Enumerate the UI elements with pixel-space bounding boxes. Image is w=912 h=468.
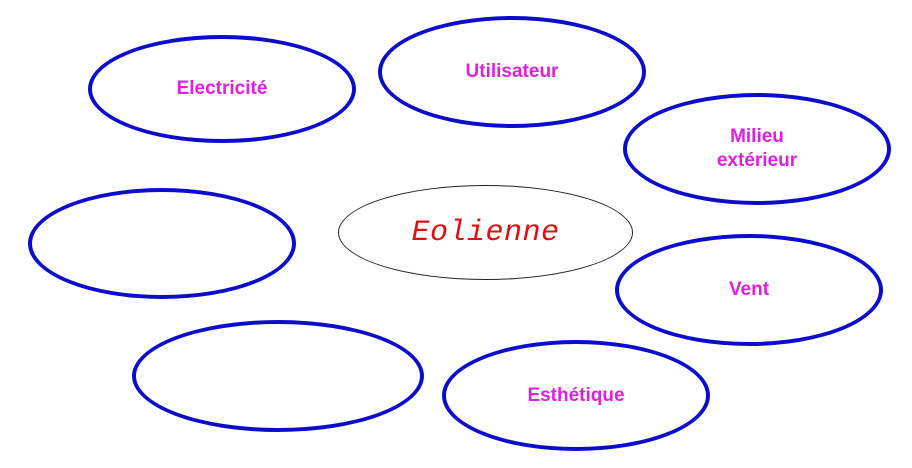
node-vent: Vent [615, 234, 883, 346]
center-node-eolienne: Eolienne [338, 185, 633, 280]
node-label-electricite: Electricité [176, 78, 268, 99]
node-utilisateur: Utilisateur [378, 16, 646, 128]
node-label-esthetique: Esthétique [527, 384, 625, 406]
node-label-milieu-exterieur: Milieu extérieur [716, 126, 798, 171]
node-electricite: Electricité [88, 35, 356, 143]
node-empty-left [28, 188, 296, 299]
node-empty-bottom [132, 320, 424, 432]
node-label-vent: Vent [728, 279, 770, 300]
node-milieu-exterieur: Milieu extérieur [623, 93, 891, 205]
node-esthetique: Esthétique [442, 340, 710, 451]
node-label-utilisateur: Utilisateur [465, 61, 559, 82]
center-label: Eolienne [411, 215, 560, 250]
